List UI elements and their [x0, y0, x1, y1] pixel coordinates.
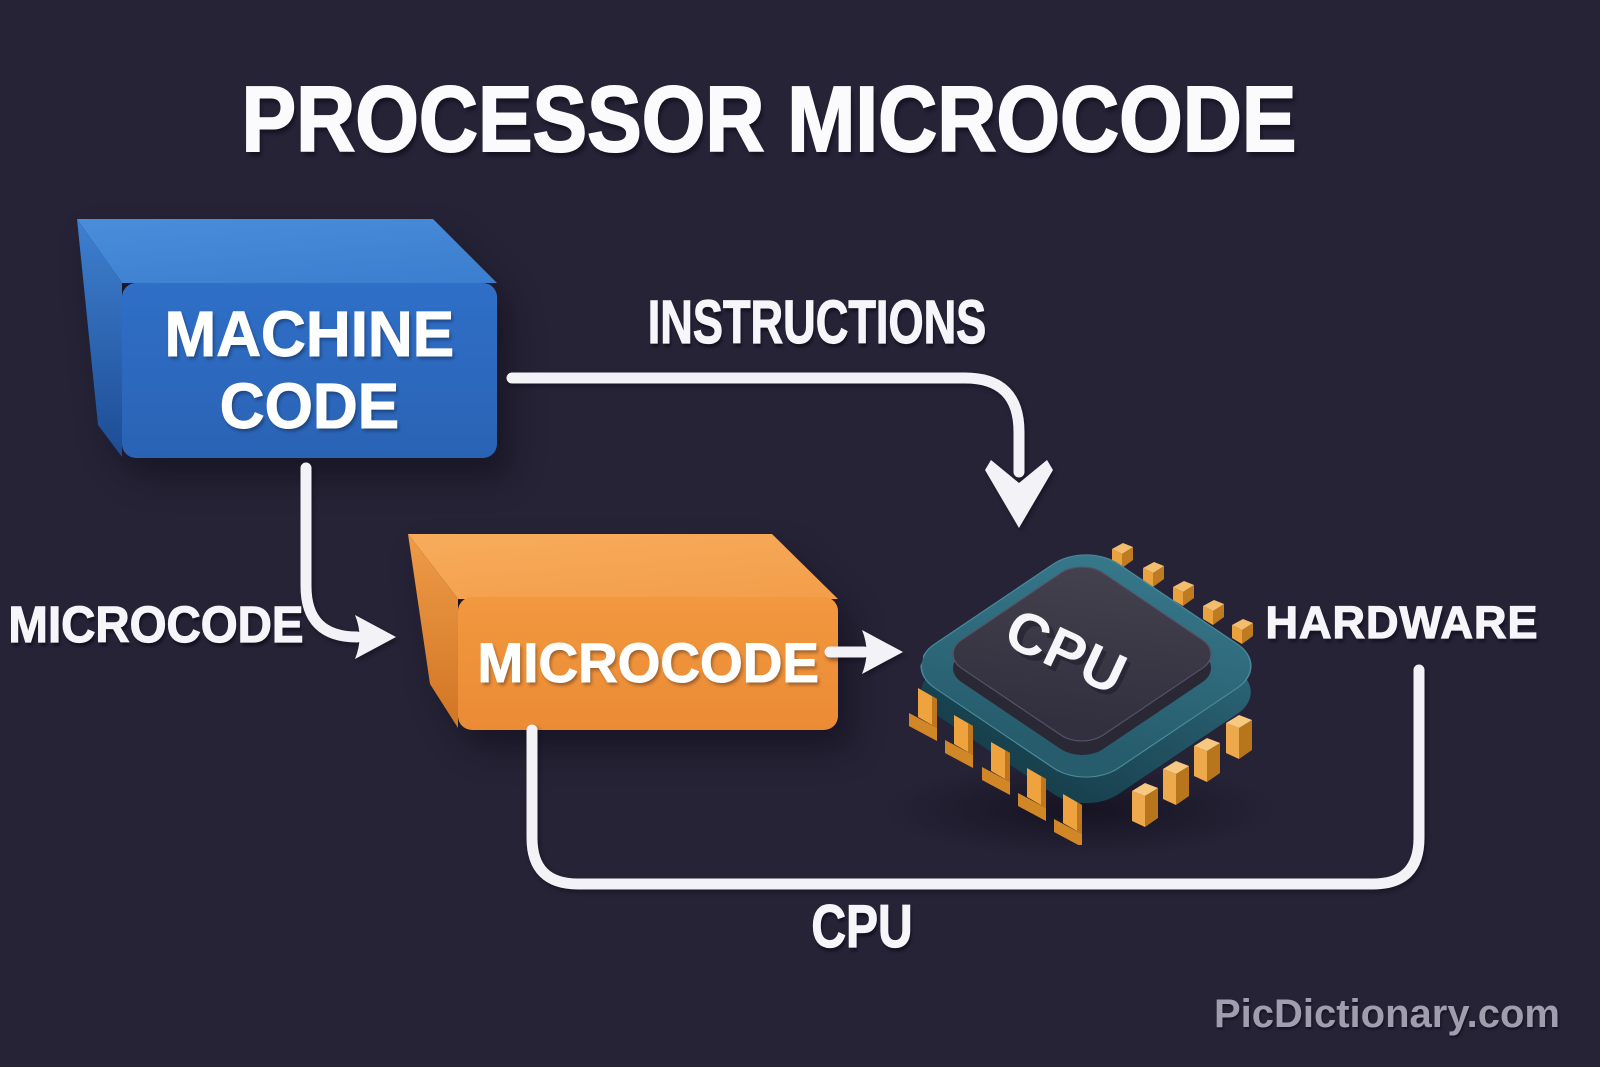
machine-code-box-front-face: MACHINE CODE [122, 283, 497, 458]
watermark: PicDictionary.com [1213, 992, 1560, 1036]
microcode-box-label: MICROCODE [477, 631, 819, 695]
instructions-label: INSTRUCTIONS [647, 288, 987, 356]
microcode-box-top-face [408, 534, 838, 599]
machine-code-box-top-face [77, 219, 497, 283]
page-title: PROCESSOR MICROCODE [241, 66, 1298, 172]
instructions-arrow-line [506, 372, 1025, 478]
cpu-edge-label: CPU [811, 893, 913, 960]
cpu-chip-icon: CPU CPU [893, 543, 1253, 845]
microcode-arrowhead-icon [355, 615, 396, 659]
microcode-edge-label: MICROCODE [8, 596, 304, 653]
machine-code-label-line1: MACHINE [164, 297, 455, 370]
microcode-box-front-face: MICROCODE [458, 597, 838, 730]
cpu-body-notch [893, 642, 923, 672]
machine-code-label-line2: CODE [219, 369, 400, 442]
cpu-pins-top-right [1112, 543, 1253, 644]
hardware-label: HARDWARE [1265, 597, 1539, 648]
microcode-box: MICROCODE [400, 528, 845, 738]
machine-code-box: MACHINE CODE [65, 213, 505, 463]
